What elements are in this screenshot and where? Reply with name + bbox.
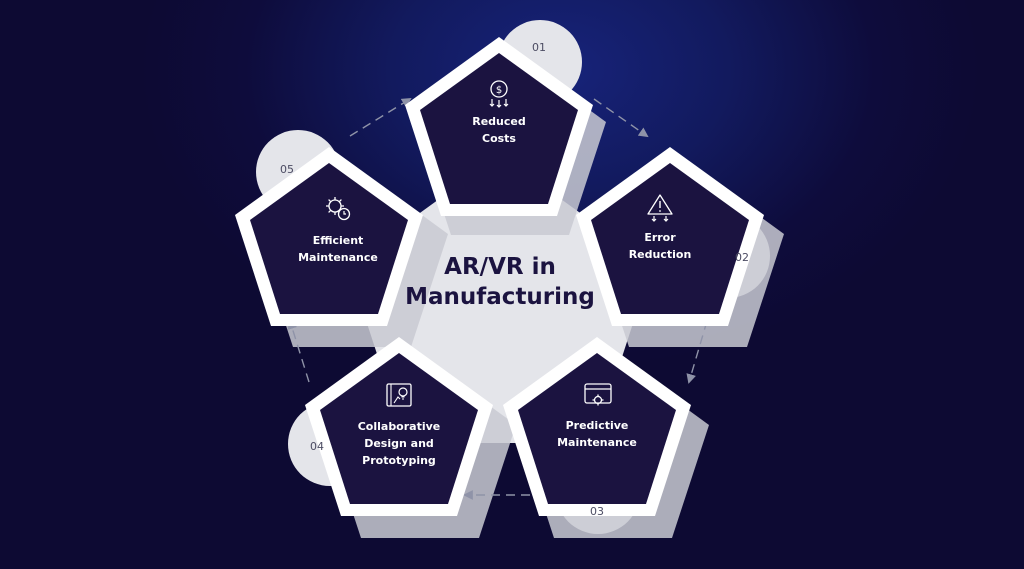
step-label-03-line2: Maintenance (557, 436, 637, 449)
svg-text:$: $ (496, 85, 502, 96)
step-label-02: Error Reduction (595, 229, 725, 263)
center-title-line1: AR/VR in (444, 254, 556, 280)
step-label-01: Reduced Costs (434, 113, 564, 147)
dollar-cost-down-icon: $ (489, 80, 509, 108)
arrow-01-to-02 (593, 98, 649, 138)
step-number-02: 02 (735, 251, 749, 264)
center-title-line2: Manufacturing (405, 284, 595, 310)
step-label-05-line1: Efficient (312, 234, 364, 247)
browser-gear-icon (584, 383, 612, 406)
pentagon-01 (420, 53, 578, 204)
step-label-05: Efficient Maintenance (273, 232, 403, 266)
step-label-04-line2: Design and (364, 437, 434, 450)
blueprint-idea-icon (386, 383, 412, 407)
arrow-02-to-03 (686, 320, 708, 384)
pentagon-03 (518, 353, 676, 504)
step-label-05-line2: Maintenance (298, 251, 378, 264)
arrow-05-to-01 (349, 97, 412, 137)
pentagon-05 (250, 163, 408, 314)
step-label-02-line2: Reduction (628, 248, 692, 261)
pentagon-04 (320, 353, 478, 504)
pentagon-border-inner-02 (591, 163, 749, 314)
step-label-01-line2: Costs (482, 132, 516, 145)
step-number-01: 01 (532, 41, 546, 54)
step-number-03: 03 (590, 505, 604, 518)
step-label-04: Collaborative Design and Prototyping (334, 418, 464, 469)
arrow-04-to-05 (287, 319, 310, 383)
step-label-04-line3: Prototyping (362, 454, 436, 467)
step-label-01-line1: Reduced (472, 115, 526, 128)
step-label-02-line1: Error (644, 231, 676, 244)
center-title: AR/VR in Manufacturing (372, 252, 628, 312)
step-label-03-line1: Predictive (565, 419, 629, 432)
warning-triangle-icon (647, 194, 673, 222)
step-number-05: 05 (280, 163, 294, 176)
step-label-04-line1: Collaborative (357, 420, 441, 433)
gear-wrench-clock-icon (326, 197, 351, 221)
step-number-04: 04 (310, 440, 324, 453)
step-label-03: Predictive Maintenance (532, 417, 662, 451)
